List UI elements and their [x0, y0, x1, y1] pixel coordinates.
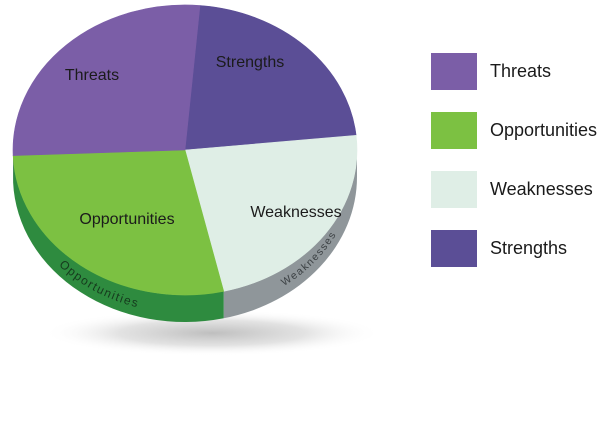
pie-slice-threats	[12, 4, 201, 156]
pie-slices	[12, 4, 358, 296]
legend-item-threats: Threats	[431, 53, 597, 90]
pie-side-opportunities	[13, 155, 224, 322]
legend-swatch-strengths	[431, 230, 477, 267]
pie-slice-opportunities	[12, 149, 225, 296]
legend-item-strengths: Strengths	[431, 230, 597, 267]
legend-swatch-opportunities	[431, 112, 477, 149]
legend-label-strengths: Strengths	[490, 238, 568, 258]
slice-label-threats: Threats	[65, 67, 119, 84]
slice-label-weaknesses: Weaknesses	[250, 204, 341, 221]
legend-swatch-threats	[431, 53, 477, 90]
pie-side-weaknesses	[223, 150, 357, 319]
pie-slice-weaknesses	[184, 135, 358, 292]
legend-item-opportunities: Opportunities	[431, 112, 597, 149]
legend-label-threats: Threats	[490, 61, 552, 81]
pie-slice-strengths	[184, 5, 357, 151]
legend-label-opportunities: Opportunities	[490, 120, 598, 140]
slice-label-opportunities: Opportunities	[79, 211, 174, 228]
slice-label-strengths: Strengths	[216, 54, 284, 71]
legend-item-weaknesses: Weaknesses	[431, 171, 597, 208]
pie-shadow	[42, 310, 382, 356]
legend-label-weaknesses: Weaknesses	[490, 179, 593, 199]
legend-swatch-weaknesses	[431, 171, 477, 208]
